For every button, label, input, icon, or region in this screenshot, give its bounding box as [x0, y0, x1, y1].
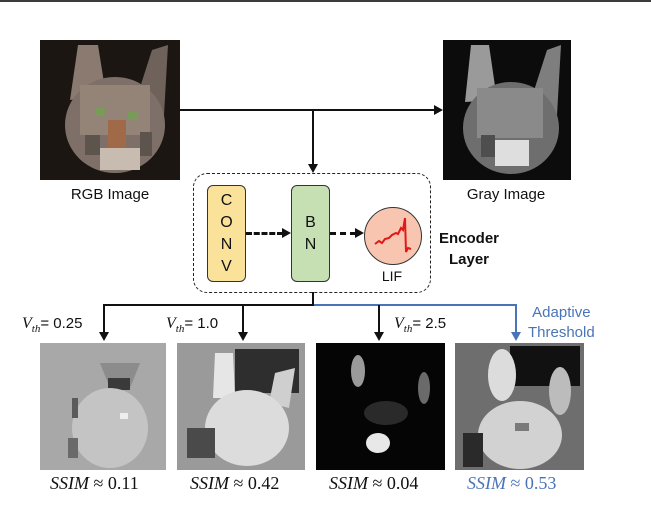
encoder-layer-title: Encoder Layer: [439, 228, 499, 270]
vth-label-2: Vth= 2.5: [394, 315, 447, 335]
lif-neuron: [364, 207, 422, 265]
input-to-encoder-line: [312, 110, 314, 164]
ssim-label-2: SSIM ≈ 0.04: [329, 473, 419, 493]
branch-2-arrow: [374, 332, 384, 341]
encoder-title-line2: Layer: [448, 251, 490, 268]
branch-bus-blue: [314, 304, 517, 306]
bn-letter: B: [305, 213, 316, 231]
ssim-label-1: SSIM ≈ 0.42: [190, 473, 280, 493]
arrow-head: [355, 228, 364, 238]
branch-1-line: [242, 305, 244, 333]
branch-3-line: [515, 305, 517, 333]
conv-letter: V: [221, 257, 232, 275]
ssim-label-adaptive: SSIM ≈ 0.53: [467, 473, 557, 493]
branch-1-arrow: [238, 332, 248, 341]
gray-image-label: Gray Image: [466, 186, 546, 203]
bn-letter: N: [304, 235, 317, 253]
bn-to-lif-dashed-arrow: [330, 232, 356, 235]
encoded-image-vth-0.25: [40, 343, 166, 470]
encoder-title-line1: Encoder: [439, 230, 500, 247]
conv-letter: O: [220, 213, 233, 231]
vth-label-0: Vth= 0.25: [22, 315, 83, 335]
conv-to-bn-dashed-arrow: [246, 232, 283, 235]
encoded-image-adaptive: [455, 343, 584, 470]
branch-3-arrow: [511, 332, 521, 341]
arrow-head: [282, 228, 291, 238]
lif-label: LIF: [381, 268, 403, 284]
arrow-to-gray: [434, 105, 443, 115]
conv-letter: C: [220, 191, 233, 209]
encoded-image-vth-1.0: [177, 343, 305, 470]
spike-waveform-icon: [374, 217, 412, 253]
conv-block: C O N V: [207, 185, 246, 282]
conv-letter: N: [220, 235, 233, 253]
branch-0-line: [103, 305, 105, 333]
branch-bus-black: [103, 304, 314, 306]
bn-block: B N: [291, 185, 330, 282]
branch-2-line: [378, 305, 380, 333]
arrow-to-encoder: [308, 164, 318, 173]
rgb-image-label: RGB Image: [70, 186, 150, 203]
top-border: [0, 0, 651, 2]
ssim-label-0: SSIM ≈ 0.11: [50, 473, 139, 493]
adaptive-threshold-label: Adaptive Threshold: [528, 304, 595, 341]
rgb-cat-image: [40, 40, 180, 180]
vth-label-1: Vth= 1.0: [166, 315, 219, 335]
gray-cat-image: [443, 40, 571, 180]
input-to-gray-line: [180, 109, 434, 111]
encoded-image-vth-2.5: [316, 343, 445, 470]
encoder-output-stem: [312, 292, 314, 306]
branch-0-arrow: [99, 332, 109, 341]
